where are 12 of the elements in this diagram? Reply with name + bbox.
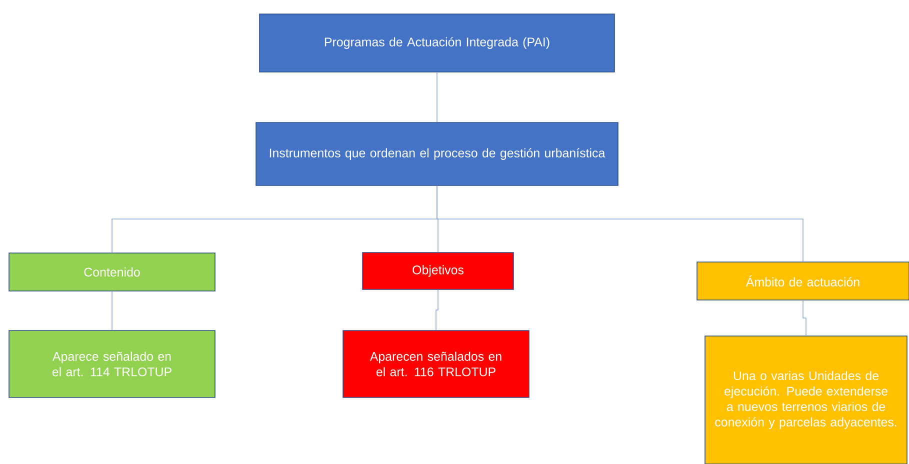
process-box: Una o varias Unidades de ejecución. Puede extenderse a nuevos terrenos viarios de conexión y parcelas adyacentes. xyxy=(704,336,908,464)
process-box: Objetivos xyxy=(362,252,514,290)
process-box: Aparecen señalados en el art. 116 TRLOTUP xyxy=(342,330,530,398)
process-box: Ámbito de actuación xyxy=(696,262,909,300)
process-box: Programas de Actuación Integrada (PAI) xyxy=(259,14,615,72)
process-box: Instrumentos que ordenan el proceso de gestión urbanística xyxy=(256,122,618,186)
connector-line xyxy=(436,72,438,122)
process-box: Contenido xyxy=(8,252,216,292)
process-box: Aparece señalado en el art. 114 TRLOTUP xyxy=(8,330,216,398)
connector-line xyxy=(436,290,438,330)
connector-line xyxy=(436,186,804,262)
connector-line xyxy=(802,300,806,336)
